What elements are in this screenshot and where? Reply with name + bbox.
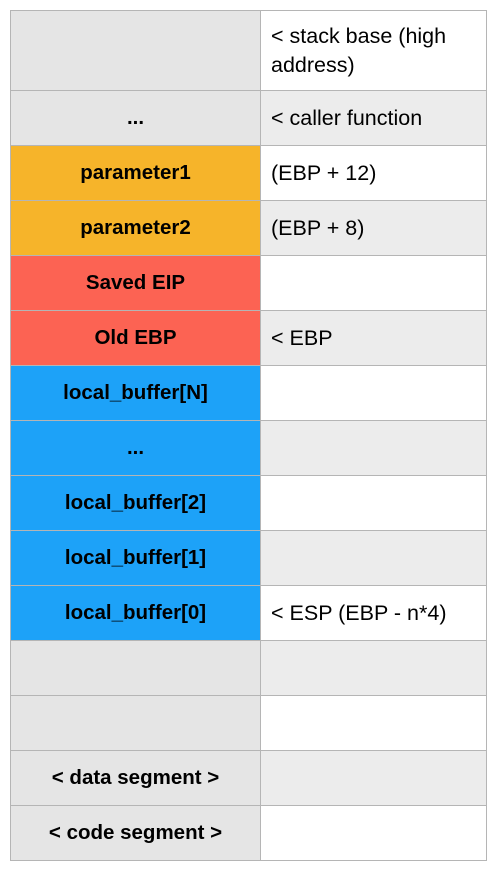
stack-slot-label: ... bbox=[10, 90, 261, 146]
stack-slot-label: Saved EIP bbox=[10, 255, 261, 311]
stack-row-data-segment: < data segment > bbox=[10, 750, 487, 806]
stack-row-old-ebp: Old EBP < EBP bbox=[10, 310, 487, 366]
stack-slot-note bbox=[260, 255, 487, 311]
stack-slot-label: parameter1 bbox=[10, 145, 261, 201]
stack-diagram: < stack base (high address) ... < caller… bbox=[10, 10, 487, 861]
stack-slot-note bbox=[260, 475, 487, 531]
stack-slot-label: ... bbox=[10, 420, 261, 476]
stack-row-code-segment: < code segment > bbox=[10, 805, 487, 861]
stack-slot-note: < stack base (high address) bbox=[260, 10, 487, 91]
stack-slot-label: local_buffer[1] bbox=[10, 530, 261, 586]
stack-slot-note bbox=[260, 695, 487, 751]
stack-row-stack-base: < stack base (high address) bbox=[10, 10, 487, 91]
stack-slot-label: parameter2 bbox=[10, 200, 261, 256]
stack-slot-label: local_buffer[2] bbox=[10, 475, 261, 531]
stack-row-empty bbox=[10, 695, 487, 751]
stack-slot-label bbox=[10, 640, 261, 696]
stack-slot-note: (EBP + 12) bbox=[260, 145, 487, 201]
stack-slot-note bbox=[260, 530, 487, 586]
stack-slot-note: (EBP + 8) bbox=[260, 200, 487, 256]
stack-slot-label bbox=[10, 695, 261, 751]
stack-slot-note bbox=[260, 420, 487, 476]
stack-slot-label: local_buffer[0] bbox=[10, 585, 261, 641]
stack-row-local-buffer-ellipsis: ... bbox=[10, 420, 487, 476]
stack-slot-label: local_buffer[N] bbox=[10, 365, 261, 421]
stack-row-parameter1: parameter1 (EBP + 12) bbox=[10, 145, 487, 201]
stack-row-local-buffer-n: local_buffer[N] bbox=[10, 365, 487, 421]
stack-row-local-buffer-0: local_buffer[0] < ESP (EBP - n*4) bbox=[10, 585, 487, 641]
stack-slot-label bbox=[10, 10, 261, 91]
stack-slot-note bbox=[260, 640, 487, 696]
stack-slot-label: < code segment > bbox=[10, 805, 261, 861]
stack-row-caller: ... < caller function bbox=[10, 90, 487, 146]
stack-slot-note: < caller function bbox=[260, 90, 487, 146]
stack-slot-note: < ESP (EBP - n*4) bbox=[260, 585, 487, 641]
stack-row-parameter2: parameter2 (EBP + 8) bbox=[10, 200, 487, 256]
stack-slot-note bbox=[260, 805, 487, 861]
stack-slot-note bbox=[260, 365, 487, 421]
stack-slot-label: < data segment > bbox=[10, 750, 261, 806]
stack-row-empty bbox=[10, 640, 487, 696]
stack-row-local-buffer-2: local_buffer[2] bbox=[10, 475, 487, 531]
stack-slot-note bbox=[260, 750, 487, 806]
stack-row-saved-eip: Saved EIP bbox=[10, 255, 487, 311]
stack-row-local-buffer-1: local_buffer[1] bbox=[10, 530, 487, 586]
stack-slot-label: Old EBP bbox=[10, 310, 261, 366]
stack-slot-note: < EBP bbox=[260, 310, 487, 366]
